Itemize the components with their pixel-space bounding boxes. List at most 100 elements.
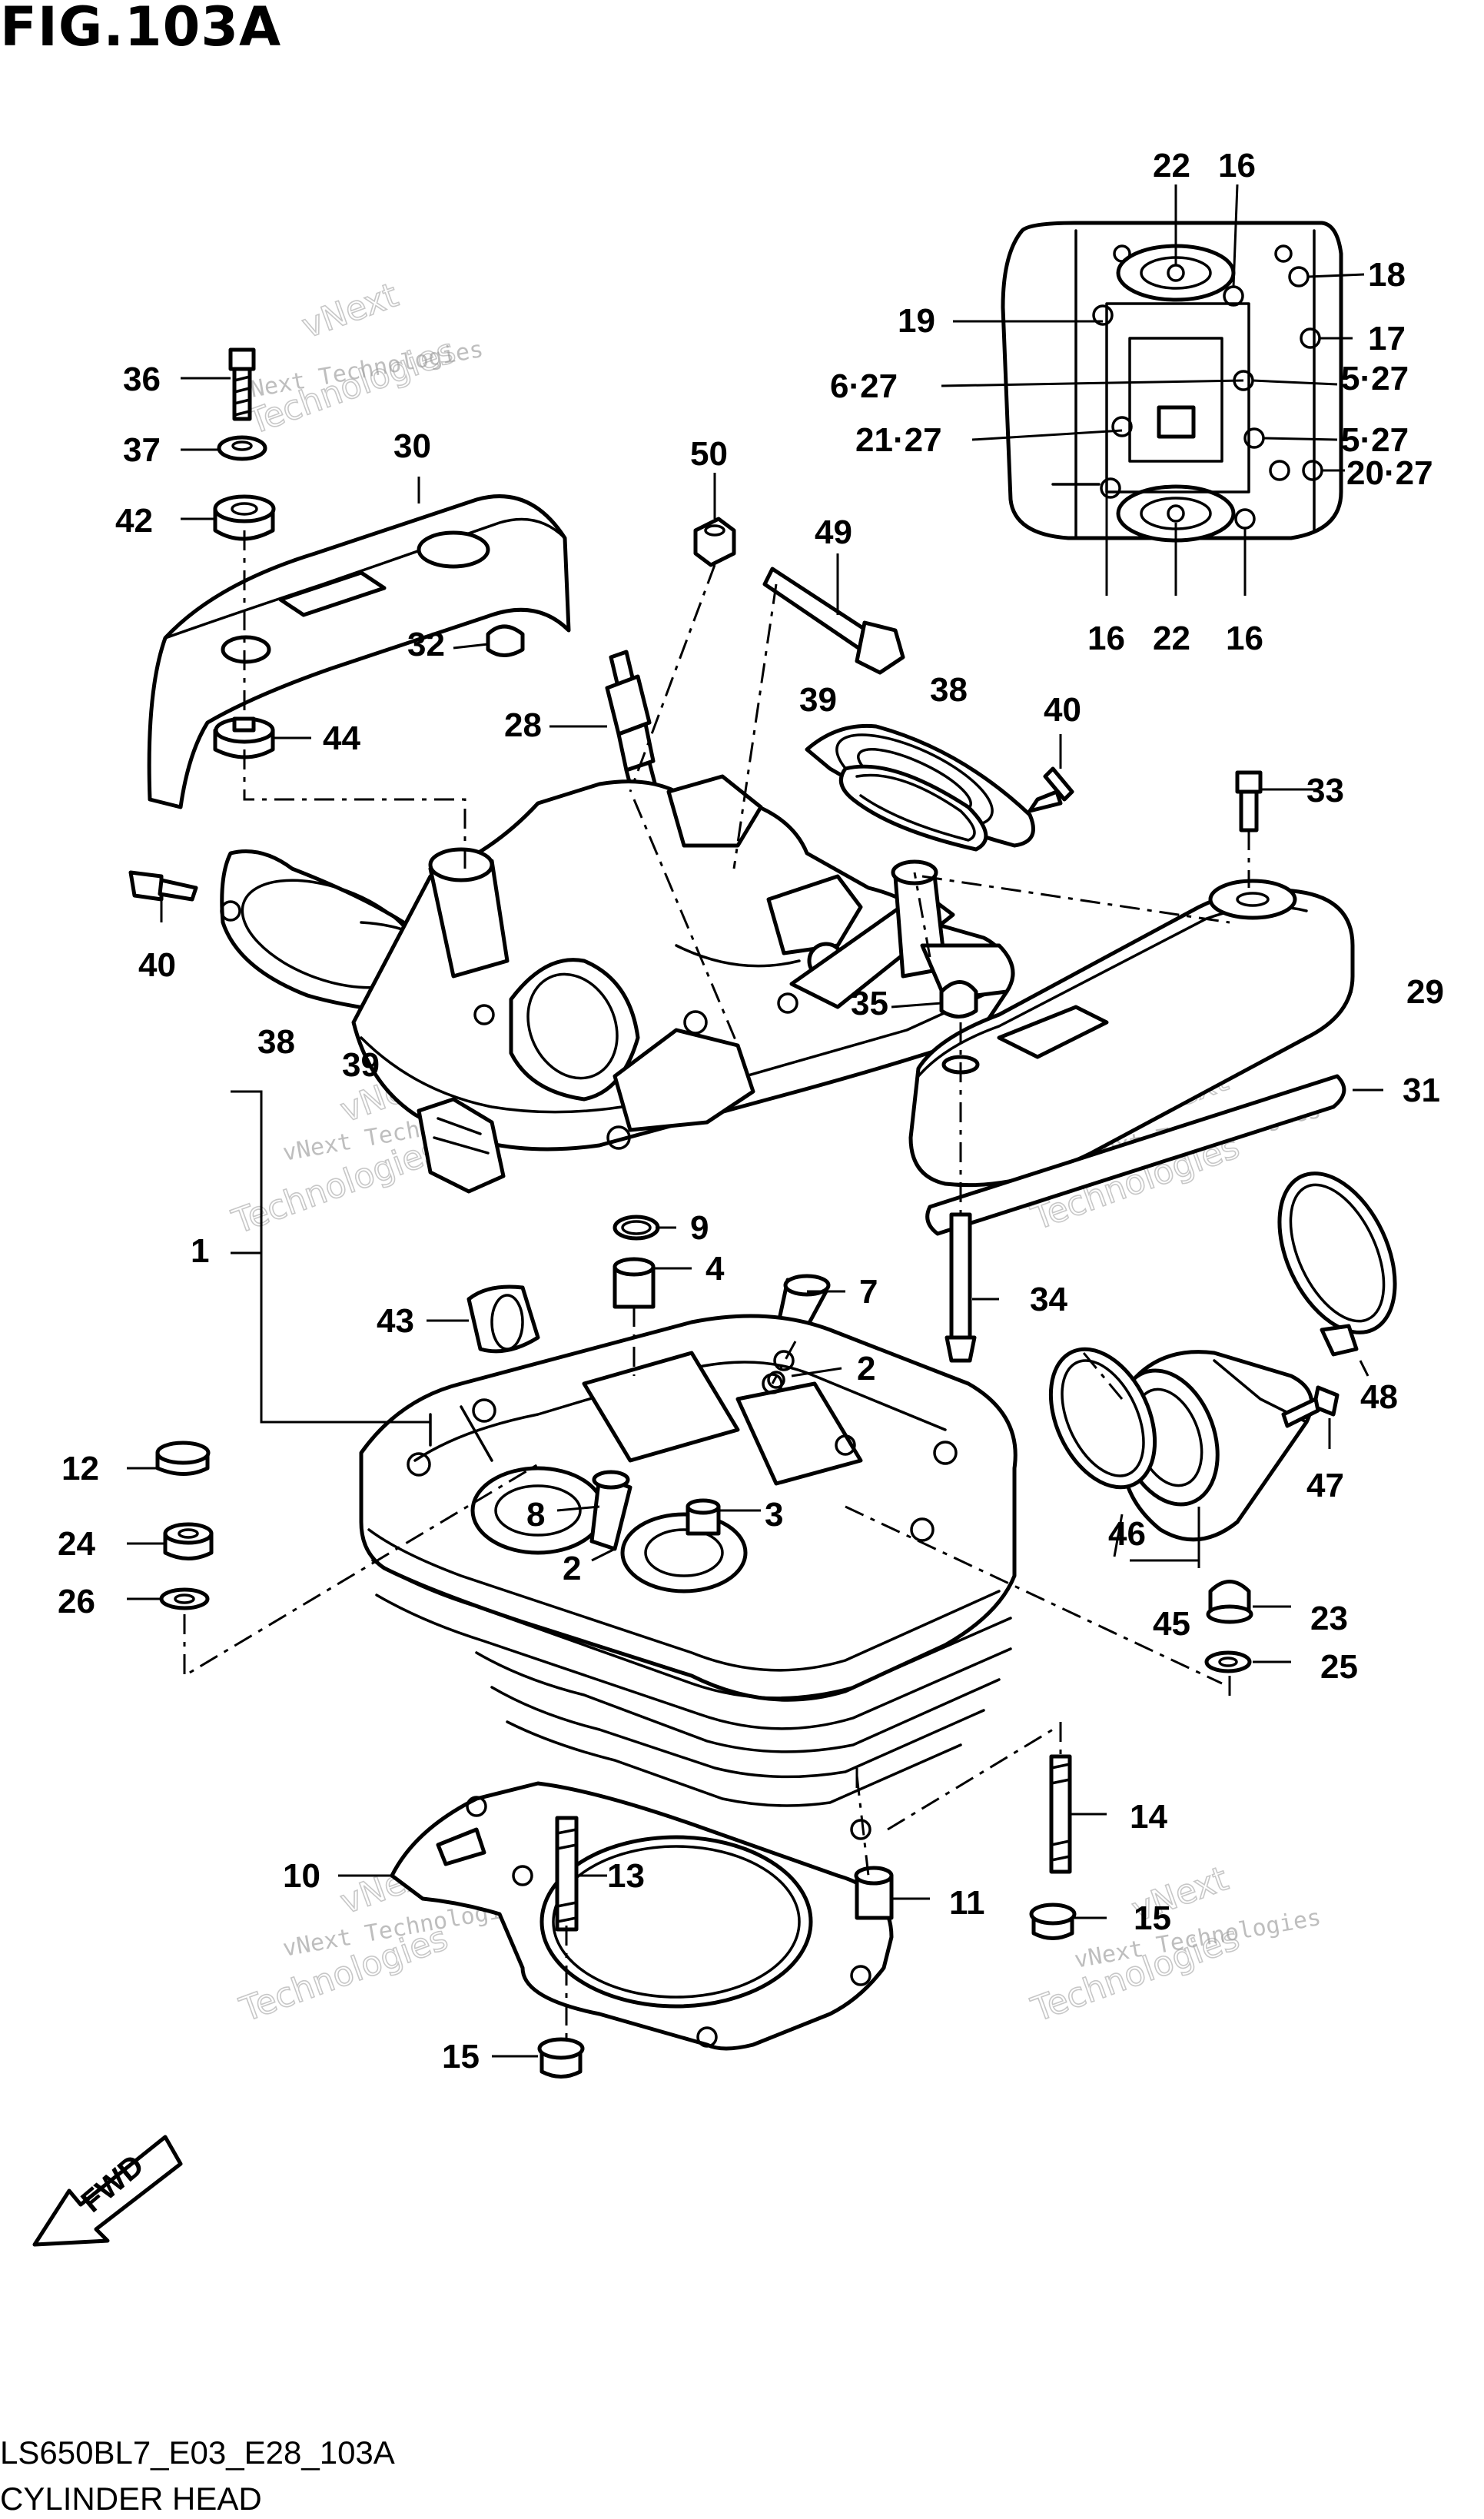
callout-label: 35 <box>851 985 888 1022</box>
washer-26 <box>159 1587 210 1610</box>
washer-25 <box>1204 1650 1252 1673</box>
nut-15-right <box>1029 1903 1077 1940</box>
gasket-46 <box>1048 1347 1157 1490</box>
callout-label: 40 <box>138 946 176 984</box>
callout-label: 39 <box>799 681 837 719</box>
stud-14 <box>1049 1754 1072 1874</box>
callout-label: 2 <box>857 1350 875 1387</box>
bolt-33 <box>1235 770 1263 832</box>
callout-label: 4 <box>705 1250 725 1288</box>
callout-label: 42 <box>115 502 153 540</box>
callout-label: 9 <box>690 1209 709 1247</box>
callout-label: 43 <box>377 1302 414 1340</box>
nut-50 <box>693 517 736 567</box>
callout-label: 7 <box>859 1273 878 1311</box>
gasket-39-upper <box>838 764 988 852</box>
callout-label: 5·27 <box>1341 360 1409 397</box>
cover-29 <box>908 879 1355 1188</box>
callout-label: 22 <box>1153 620 1190 657</box>
callout-label: 12 <box>61 1450 99 1487</box>
figure-title: FIG.103A <box>0 0 282 58</box>
callout-label: 26 <box>58 1583 95 1620</box>
callout-label: 38 <box>930 671 968 709</box>
callout-label: 48 <box>1360 1378 1398 1416</box>
callout-label: 16 <box>1226 620 1263 657</box>
cover-30 <box>147 494 571 809</box>
callout-label: 17 <box>1368 320 1406 357</box>
parts-artwork: FWD <box>32 221 1397 2247</box>
callout-label: 45 <box>1153 1605 1190 1643</box>
bolt-49 <box>762 567 905 675</box>
callout-label: 21·27 <box>855 421 942 459</box>
clamp-48 <box>1277 1171 1397 1357</box>
bolt-47 <box>1281 1385 1340 1428</box>
callout-label: 24 <box>58 1525 95 1563</box>
callout-label: 37 <box>123 431 161 469</box>
callout-label: 6·27 <box>830 367 898 405</box>
callout-label: 10 <box>283 1857 320 1895</box>
callout-label: 23 <box>1310 1600 1348 1637</box>
callout-label: 18 <box>1368 256 1406 294</box>
diagram-code: LS650BL7_E03_E28_103A <box>0 2434 395 2471</box>
plug-12 <box>155 1441 211 1476</box>
callout-label: 28 <box>504 706 542 744</box>
callout-label: 33 <box>1306 772 1344 809</box>
callout-label: 16 <box>1218 147 1256 184</box>
callout-label: 5·27 <box>1341 421 1409 459</box>
nut-15-lower <box>537 2037 585 2079</box>
callout-label: 3 <box>765 1496 783 1534</box>
gasket-31 <box>925 1074 1346 1236</box>
cap-32 <box>486 624 525 657</box>
callout-label: 38 <box>257 1023 295 1061</box>
callout-label: 46 <box>1108 1515 1146 1553</box>
breather-41 <box>417 1097 506 1194</box>
callout-label: 11 <box>949 1884 985 1922</box>
dowel-4 <box>613 1257 656 1309</box>
callout-label: 36 <box>123 361 161 398</box>
callout-label: 22 <box>1153 147 1190 184</box>
cap-nut-35 <box>939 980 978 1019</box>
callout-label: 30 <box>393 427 431 465</box>
spark-plug-28 <box>605 650 659 802</box>
fwd-arrow-icon: FWD <box>32 2135 183 2247</box>
diagram-name: CYLINDER HEAD <box>0 2481 262 2517</box>
callout-label: 40 <box>1044 691 1081 729</box>
callout-label: 16 <box>1087 620 1125 657</box>
seal-43 <box>466 1284 540 1354</box>
callout-label: 34 <box>1030 1281 1067 1318</box>
cylinder-head-body <box>359 1314 1018 1807</box>
callout-label: 2 <box>563 1550 581 1587</box>
callout-label: 1 <box>191 1232 209 1270</box>
head-gasket-10 <box>390 1781 894 2051</box>
callout-label: 50 <box>690 435 728 473</box>
cap-nut-23 <box>1206 1580 1253 1624</box>
grommet-44 <box>213 716 275 759</box>
watermark-outline: vNext <box>297 275 403 346</box>
callout-label: 20·27 <box>1346 454 1433 492</box>
stud-13 <box>555 1816 579 1932</box>
grommet-42 <box>213 494 276 541</box>
callout-label: 32 <box>407 626 445 663</box>
callout-label: 19 <box>898 302 935 340</box>
callout-label: 13 <box>607 1857 645 1895</box>
callout-label: 25 <box>1320 1648 1358 1686</box>
o-ring-9 <box>613 1215 660 1241</box>
nut-24 <box>163 1522 214 1560</box>
callout-label: 15 <box>1134 1899 1171 1937</box>
dowel-11 <box>854 1866 894 1920</box>
callout-label: 15 <box>442 2038 480 2075</box>
callout-label: 31 <box>1403 1072 1440 1109</box>
callout-labels: 22 16 18 19 17 6·27 5·27 21·27 5·27 20·2… <box>58 147 1444 2075</box>
callout-label: 8 <box>526 1496 545 1534</box>
bolt-36 <box>228 347 256 421</box>
bolt-40-upper <box>1028 766 1074 813</box>
leader-lines <box>127 184 1383 2058</box>
callout-label: 39 <box>342 1046 380 1084</box>
stud-34 <box>945 1212 977 1363</box>
cam-housing <box>351 774 1015 1151</box>
bolt-40-left <box>128 870 198 902</box>
callout-label: 29 <box>1406 973 1444 1011</box>
callout-label: 14 <box>1130 1798 1167 1836</box>
callout-label: 49 <box>815 513 852 551</box>
